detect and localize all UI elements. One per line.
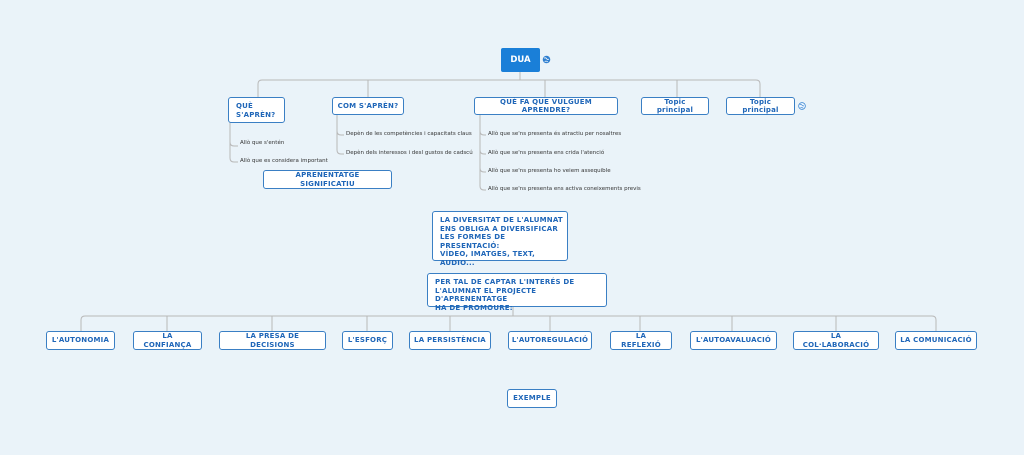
leaf-fa-3[interactable]: Allò que se'ns presenta ens activa conei… <box>488 186 641 192</box>
value-autoregulacio[interactable]: L'AUTOREGULACIÓ <box>508 331 592 350</box>
value-autonomia[interactable]: L'AUTONOMIA <box>46 331 115 350</box>
node-exemple[interactable]: EXEMPLE <box>507 389 557 408</box>
topic-que-fa-que-vulguem-aprendre[interactable]: QUÈ FA QUE VULGUEM APRENDRE? <box>474 97 618 115</box>
leaf-que-0[interactable]: Allò que s'entén <box>240 140 285 146</box>
value-presa-de-decisions[interactable]: LA PRESA DE DECISIONS <box>219 331 326 350</box>
topic-principal-1[interactable]: Topic principal <box>641 97 709 115</box>
value-reflexio[interactable]: LA REFLEXIÓ <box>610 331 672 350</box>
value-confianca[interactable]: LA CONFIANÇA <box>133 331 202 350</box>
value-col-laboracio[interactable]: LA COL·LABORACIÓ <box>793 331 879 350</box>
leaf-fa-1[interactable]: Allò que se'ns presenta ens crida l'aten… <box>488 150 605 156</box>
topic-com-s-apren[interactable]: COM S'APRÈN? <box>332 97 404 115</box>
globe-icon[interactable] <box>798 102 806 110</box>
node-aprenentatge-significatiu[interactable]: APRENENTATGE SIGNIFICATIU <box>263 170 392 189</box>
topic-que-s-apren[interactable]: QUÈ S'APRÈN? <box>228 97 285 123</box>
leaf-fa-0[interactable]: Allò que se'ns presenta és atractiu per … <box>488 131 622 137</box>
leaf-que-1[interactable]: Allò que es considera important <box>240 158 328 164</box>
value-comunicacio[interactable]: LA COMUNICACIÓ <box>895 331 977 350</box>
value-autoavaluacio[interactable]: L'AUTOAVALUACIÓ <box>690 331 777 350</box>
leaf-com-0[interactable]: Depèn de les competències i capacitats c… <box>346 131 472 137</box>
node-projecte-aprenentatge[interactable]: PER TAL DE CAPTAR L'INTERÉS DE L'ALUMNAT… <box>427 273 607 312</box>
globe-icon[interactable] <box>542 55 551 64</box>
value-esforc[interactable]: L'ESFORÇ <box>342 331 393 350</box>
value-persistencia[interactable]: LA PERSISTÈNCIA <box>409 331 491 350</box>
root-node-dua[interactable]: DUA <box>501 48 540 72</box>
node-diversitat-alumnat[interactable]: LA DIVERSITAT DE L'ALUMNAT ENS OBLIGA A … <box>432 211 568 267</box>
topic-principal-2[interactable]: Topic principal <box>726 97 795 115</box>
leaf-com-1[interactable]: Depèn dels interessos i desl gustos de c… <box>346 150 473 156</box>
leaf-fa-2[interactable]: Allò que se'ns presenta ho veiem assequi… <box>488 168 611 174</box>
